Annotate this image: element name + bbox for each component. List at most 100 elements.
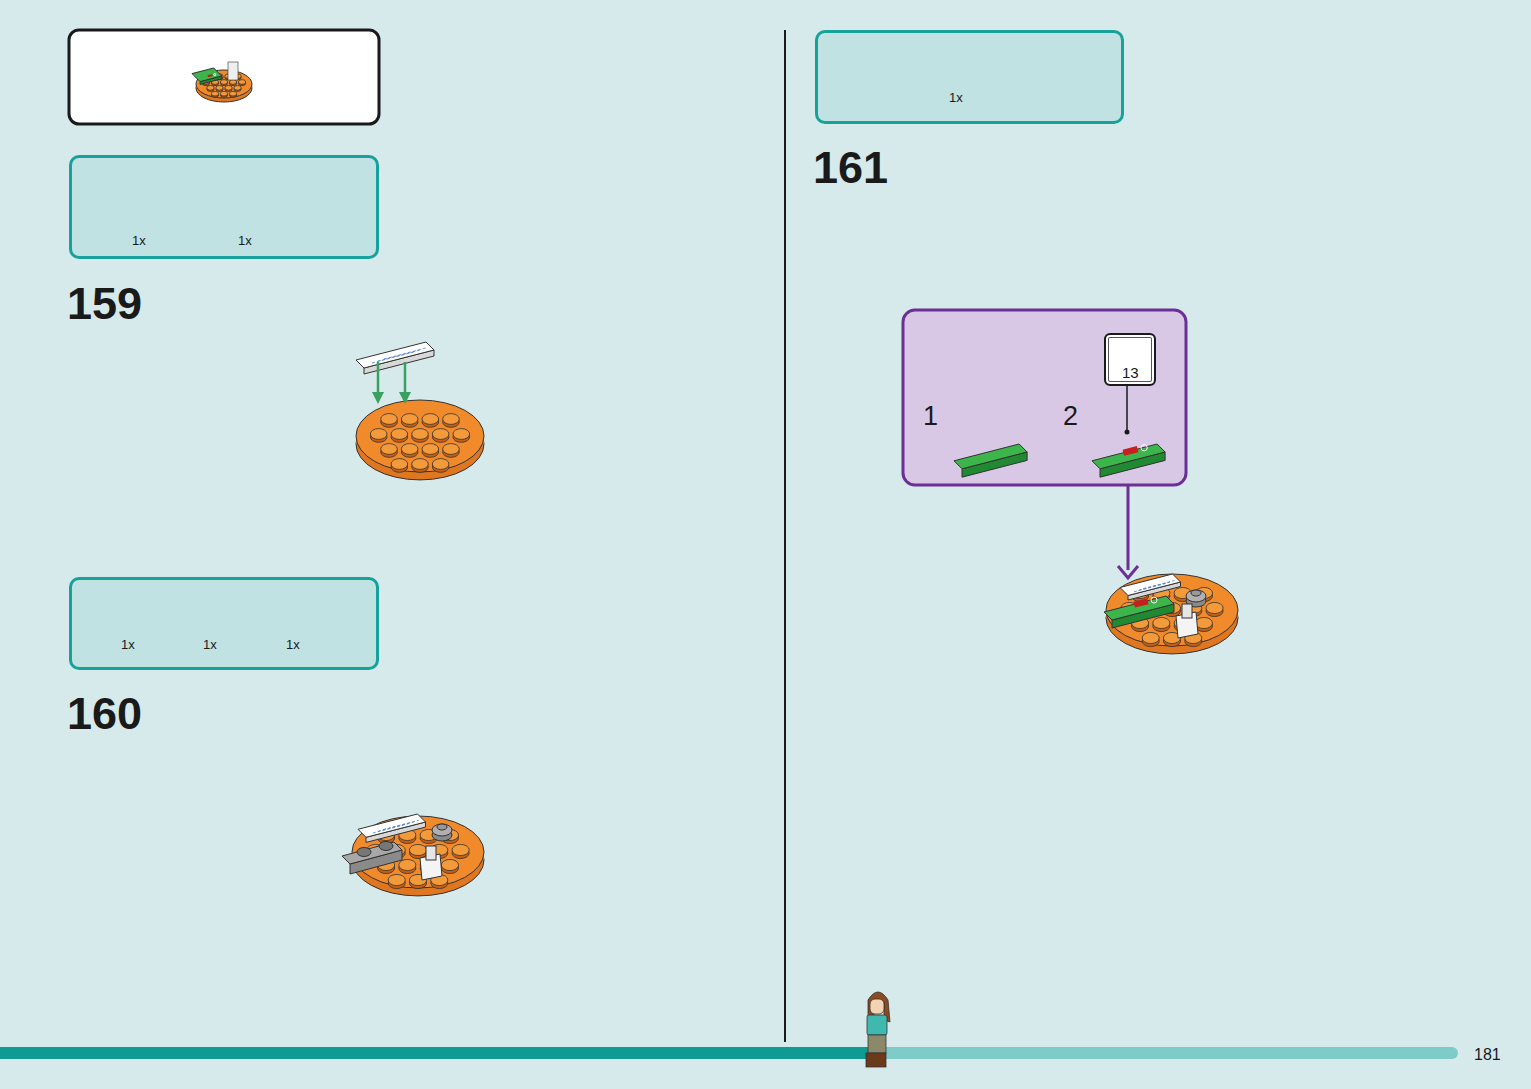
head <box>870 999 884 1014</box>
stud <box>220 91 227 96</box>
parts-box: 1x 1x <box>69 155 379 259</box>
tile-print <box>208 74 213 77</box>
green-tile <box>1104 596 1174 620</box>
progress-bar-done <box>0 1047 875 1059</box>
stud <box>432 459 449 470</box>
placement-arrow <box>377 362 380 394</box>
stud <box>1142 632 1159 643</box>
torso <box>867 1015 887 1035</box>
part-count: 1x <box>121 638 135 651</box>
stud <box>437 824 447 830</box>
tile-print <box>214 74 216 76</box>
submodel-arrow <box>1127 486 1130 570</box>
progress-bar <box>0 1047 1458 1059</box>
grey-round <box>1186 590 1206 602</box>
stud <box>1153 617 1170 628</box>
grey-plate <box>342 842 402 864</box>
stud <box>432 429 449 440</box>
submodel-arrow-head <box>1118 566 1138 578</box>
step-161 <box>903 310 1238 654</box>
stud <box>229 80 236 85</box>
stud <box>401 444 418 455</box>
green-tile <box>192 68 222 82</box>
model-preview-box <box>69 30 379 124</box>
minifigure <box>866 992 890 1067</box>
stud <box>381 444 398 455</box>
part-count: 1x <box>132 234 146 247</box>
stud <box>1191 590 1201 596</box>
green-tile <box>1092 444 1165 469</box>
stud <box>401 414 418 425</box>
stud <box>452 844 469 855</box>
clip-piece <box>426 846 436 860</box>
stud <box>225 85 232 90</box>
parts-box: 1x 1x 1x <box>69 577 379 670</box>
stud <box>216 85 223 90</box>
stud <box>211 91 218 96</box>
page-frame <box>0 30 1458 1059</box>
tile-print <box>1151 597 1157 603</box>
stud <box>443 414 460 425</box>
substep-number: 1 <box>923 403 938 430</box>
page-divider <box>784 30 786 1042</box>
printed-tile <box>356 342 434 368</box>
part-count: 1x <box>238 234 252 247</box>
sticker-box: 13 <box>1104 333 1156 386</box>
submodel-box: 1 2 13 <box>903 310 1186 485</box>
stud <box>229 91 236 96</box>
stud <box>379 842 393 851</box>
sticker-leader-dot <box>1125 430 1130 435</box>
printed-tile <box>1120 574 1181 596</box>
printed-tile <box>358 814 426 837</box>
substep-number: 2 <box>1063 403 1078 430</box>
stud <box>443 444 460 455</box>
placement-arrow <box>404 362 407 394</box>
plate-top <box>356 400 484 472</box>
page-number: 181 <box>1474 1047 1501 1063</box>
boots <box>866 1053 886 1067</box>
stud <box>238 80 245 85</box>
placement-arrow-head <box>399 392 411 404</box>
parts-box: 1x <box>815 30 1124 124</box>
stud <box>370 429 387 440</box>
stud <box>1206 602 1223 613</box>
green-tile <box>954 444 1027 469</box>
print-line <box>1143 581 1175 589</box>
legs <box>868 1035 886 1053</box>
stud <box>388 874 405 885</box>
placement-arrow-head <box>372 392 384 404</box>
step-number: 160 <box>67 691 142 736</box>
part-count: 1x <box>203 638 217 651</box>
submodel-box <box>903 310 1186 485</box>
print-line <box>372 352 414 363</box>
stud <box>399 859 416 870</box>
stud <box>1195 617 1212 628</box>
step-number: 161 <box>813 145 888 190</box>
stud <box>412 429 429 440</box>
stud <box>381 414 398 425</box>
stud <box>441 859 458 870</box>
stud <box>422 444 439 455</box>
stud <box>409 844 426 855</box>
tile-print <box>1141 445 1147 451</box>
clip-piece <box>1182 604 1192 618</box>
stud <box>422 414 439 425</box>
sticker-number: 13 <box>1122 365 1139 380</box>
sticker-leader <box>1126 383 1128 430</box>
print-line <box>383 820 419 829</box>
part-count: 1x <box>286 638 300 651</box>
step-number: 159 <box>67 281 142 326</box>
clip-piece <box>228 62 238 80</box>
part-count: 1x <box>949 91 963 104</box>
grey-round <box>432 824 452 836</box>
stud <box>357 848 371 857</box>
tile-print <box>1123 446 1139 456</box>
stud <box>234 85 241 90</box>
stud <box>391 459 408 470</box>
model-preview <box>192 62 252 102</box>
stud <box>220 80 227 85</box>
stud <box>453 429 470 440</box>
stud <box>207 85 214 90</box>
stud <box>391 429 408 440</box>
step-159 <box>356 342 484 480</box>
